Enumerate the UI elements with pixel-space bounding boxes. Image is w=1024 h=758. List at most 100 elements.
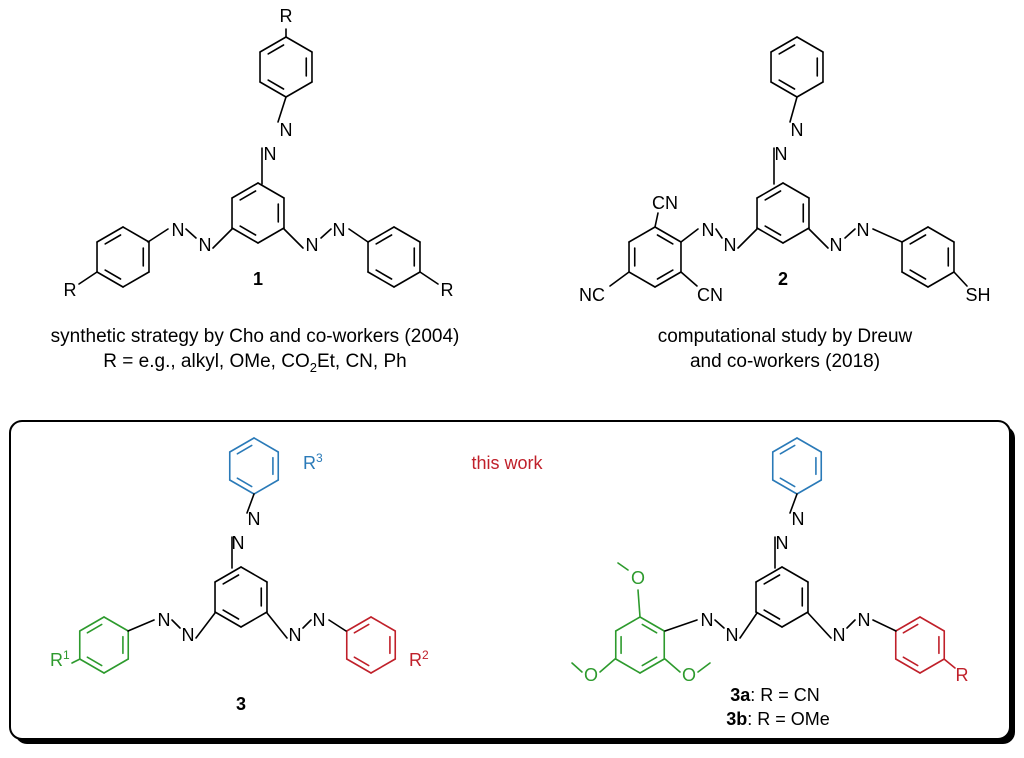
benzene-ring bbox=[393, 271, 421, 288]
benzene-ring bbox=[909, 269, 927, 280]
azo-n: N bbox=[158, 610, 171, 630]
phenyl-ring bbox=[894, 658, 921, 674]
bond bbox=[283, 228, 304, 249]
benzene-ring bbox=[240, 566, 268, 583]
phenyl-ring-r2 bbox=[353, 656, 370, 667]
benzene-ring bbox=[901, 226, 929, 243]
bond bbox=[617, 562, 629, 571]
benzene-ring bbox=[231, 227, 259, 244]
phenyl-ring-r1 bbox=[86, 656, 103, 667]
bond bbox=[737, 228, 758, 249]
phenyl-ring-r2 bbox=[345, 616, 372, 632]
azo-n: N bbox=[724, 235, 737, 255]
compound-3a-line: 3a: R = CN bbox=[730, 685, 820, 705]
bond-layer bbox=[71, 28, 968, 674]
phenyl-ring bbox=[902, 656, 919, 667]
r-label-right: R bbox=[441, 280, 454, 300]
phenyl-ring-r1 bbox=[78, 616, 105, 632]
azo-n: N bbox=[833, 625, 846, 645]
bond bbox=[302, 619, 312, 629]
bond bbox=[348, 228, 369, 243]
benzene-ring bbox=[214, 566, 242, 583]
phenyl-ring bbox=[902, 623, 919, 634]
benzene-ring bbox=[285, 36, 313, 53]
benzene-ring bbox=[756, 227, 784, 244]
benzene-ring bbox=[770, 81, 798, 98]
benzene-ring bbox=[104, 269, 122, 280]
benzene-ring bbox=[222, 609, 240, 620]
thiol-label: SH bbox=[965, 285, 990, 305]
bond bbox=[266, 612, 288, 639]
benzene-ring bbox=[222, 574, 240, 585]
benzene-ring bbox=[901, 271, 929, 288]
azo-n: N bbox=[264, 144, 277, 164]
phenyl-ring-r3 bbox=[228, 437, 255, 453]
benzene-ring bbox=[755, 611, 783, 628]
benzene-ring bbox=[259, 81, 287, 98]
bond bbox=[212, 228, 233, 249]
compound-number-2: 2 bbox=[778, 269, 788, 289]
bond bbox=[419, 271, 439, 285]
phenyl-ring bbox=[796, 437, 823, 453]
bond bbox=[328, 619, 347, 632]
bond bbox=[171, 619, 181, 629]
azo-n: N bbox=[306, 235, 319, 255]
benzene-ring bbox=[763, 609, 781, 620]
bond bbox=[71, 658, 81, 664]
benzene-ring bbox=[239, 225, 257, 236]
cyano-label-top: CN bbox=[652, 193, 678, 213]
azo-n: N bbox=[858, 610, 871, 630]
phenyl-ring-r2 bbox=[370, 658, 397, 674]
r-label-para: R bbox=[956, 665, 969, 685]
bond bbox=[680, 271, 698, 287]
phenyl-ring bbox=[771, 479, 798, 495]
bond bbox=[680, 228, 699, 243]
azo-n: N bbox=[776, 533, 789, 553]
r2-label: R2 bbox=[409, 648, 429, 670]
caption-left-line1: synthetic strategy by Cho and co-workers… bbox=[50, 326, 460, 347]
benzene-ring bbox=[367, 271, 395, 288]
phenyl-ring-r1 bbox=[86, 623, 103, 634]
benzene-ring bbox=[628, 271, 656, 288]
phenyl-ring-r1 bbox=[103, 616, 130, 632]
benzene-ring bbox=[656, 269, 674, 280]
benzene-ring bbox=[764, 190, 782, 201]
bond bbox=[715, 228, 723, 239]
benzene-ring bbox=[927, 226, 955, 243]
azo-n: N bbox=[830, 235, 843, 255]
benzene-ring bbox=[393, 226, 421, 243]
phenyl-ring bbox=[779, 444, 796, 455]
benzene-ring bbox=[770, 36, 798, 53]
bond bbox=[714, 619, 725, 629]
benzene-ring bbox=[285, 81, 313, 98]
cyano-label-bottom: CN bbox=[697, 285, 723, 305]
azo-n: N bbox=[702, 220, 715, 240]
bond bbox=[808, 228, 829, 249]
bond bbox=[846, 619, 856, 629]
azo-n: N bbox=[857, 220, 870, 240]
phenyl-ring bbox=[779, 477, 796, 488]
compound-3b-line: 3b: R = OMe bbox=[726, 709, 830, 729]
benzene-ring bbox=[778, 79, 796, 90]
phenyl-ring bbox=[771, 437, 798, 453]
trimethoxyphenyl-ring bbox=[639, 616, 666, 632]
bond bbox=[654, 212, 659, 228]
azo-n: N bbox=[792, 509, 805, 529]
r3-label: R3 bbox=[303, 451, 323, 473]
phenyl-ring-r1 bbox=[78, 658, 105, 674]
bond bbox=[943, 658, 956, 669]
bond bbox=[807, 612, 832, 639]
bond bbox=[637, 589, 641, 618]
bond bbox=[277, 96, 287, 123]
benzene-ring bbox=[259, 36, 287, 53]
benzene-ring bbox=[267, 79, 285, 90]
benzene-ring bbox=[122, 226, 150, 243]
bond bbox=[872, 228, 903, 243]
azo-n: N bbox=[182, 625, 195, 645]
phenyl-ring-r2 bbox=[345, 658, 372, 674]
bond bbox=[739, 612, 758, 639]
benzene-ring bbox=[656, 234, 674, 245]
bond bbox=[697, 662, 711, 673]
bond bbox=[599, 658, 616, 673]
